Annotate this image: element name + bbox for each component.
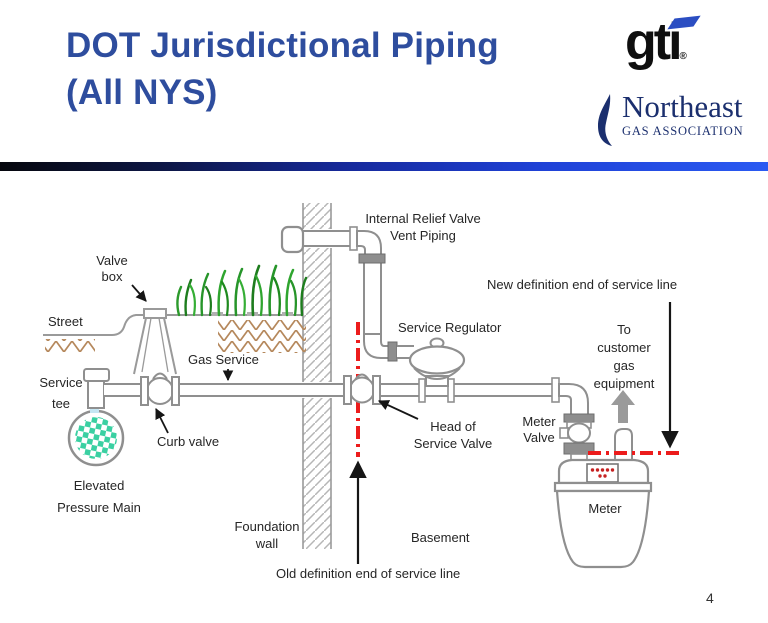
label-service-regulator: Service Regulator [398,320,502,335]
nga-name: Northeast [622,89,743,124]
gti-logo: gti® [625,14,701,85]
label-curb-valve: Curb valve [157,434,220,449]
to-customer-arrow [611,390,635,423]
flame-icon [598,94,612,146]
meter-shape [553,428,653,569]
label-meter: Meter [588,501,622,516]
gti-registered-mark: ® [679,51,687,62]
label-service-tee: Service tee [39,375,83,411]
label-old-definition: Old definition end of service line [276,566,461,581]
label-to-customer: To customer gas equipment [593,322,655,391]
label-foundation-wall: Foundation wall [234,519,300,551]
label-internal-relief-valve: Internal Relief Valve Vent Piping [365,211,481,243]
label-valve-box: Valve box [96,253,128,284]
divider-gradient-bar [0,162,768,171]
label-elevated-pressure-main: Elevated Pressure Main [57,478,141,515]
label-basement: Basement [411,530,470,545]
service-regulator-shape [408,337,466,387]
grass [176,264,308,317]
foundation-wall-shape [301,203,333,549]
label-head-of-service-valve: Head of Service Valve [413,419,493,451]
head-of-service-valve-shape [343,373,381,405]
service-tee-shape [83,368,110,409]
elevated-pressure-main-shape [67,402,125,467]
label-gas-service: Gas Service [188,352,259,367]
label-street: Street [48,314,83,329]
vent-piping-shape [280,225,414,362]
valve-box-shape [133,308,177,375]
curb-valve-shape [140,372,180,406]
meter-valve-shape [558,383,595,463]
nga-subtitle: GAS ASSOCIATION [622,124,744,138]
pointer-arrows [131,284,419,434]
label-new-definition: New definition end of service line [487,277,678,292]
soil-hatch [45,320,306,353]
page-title: DOT Jurisdictional Piping (All NYS) [66,26,499,112]
page-number: 4 [706,590,714,606]
label-meter-valve: Meter Valve [522,414,556,445]
